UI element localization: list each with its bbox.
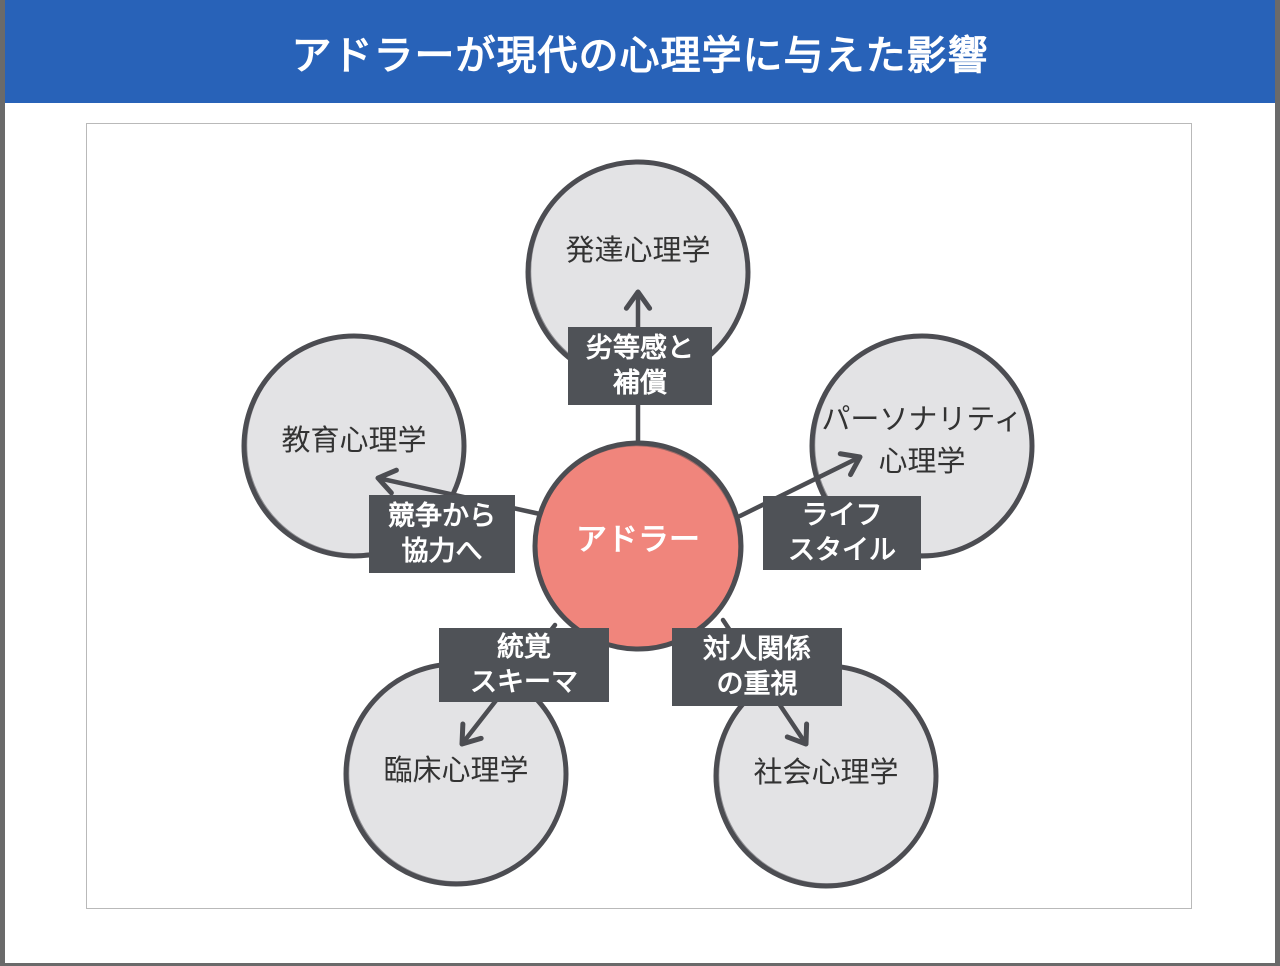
center-circle-sketch <box>534 444 740 651</box>
arrowhead-education <box>375 467 399 496</box>
edge-label-education: 競争から協力へ <box>369 495 515 573</box>
page-title: アドラーが現代の心理学に与えた影響 <box>291 32 989 79</box>
center-node: アドラー <box>532 440 744 652</box>
node-label-education: 教育心理学 <box>281 423 426 457</box>
edge-label-box <box>439 628 609 702</box>
arrowhead-personality <box>837 451 863 478</box>
edge-label-text-education: 競争から協力へ <box>388 501 496 567</box>
node-label-personality: パーソナリティ心理学 <box>821 402 1022 478</box>
node-label-development: 発達心理学 <box>565 233 710 267</box>
node-label-clinical: 臨床心理学 <box>383 753 528 787</box>
edge-label-clinical: 統覚スキーマ <box>439 628 609 702</box>
edge-label-personality: ライフスタイル <box>763 496 921 570</box>
edge-label-box <box>672 628 842 706</box>
edge-label-text-development: 劣等感と補償 <box>586 332 694 399</box>
arrowhead-social <box>784 721 810 747</box>
center-label: アドラー <box>576 522 700 558</box>
edge-label-box <box>568 327 712 405</box>
edge-label-text-personality: ライフスタイル <box>788 500 896 566</box>
edge-label-box <box>763 496 921 570</box>
node-circle-sketch <box>245 335 466 555</box>
node-label-social: 社会心理学 <box>753 755 898 789</box>
arrowhead-clinical <box>459 721 484 747</box>
edge-label-text-social: 対人関係の重視 <box>703 634 811 700</box>
header-bar: アドラーが現代の心理学に与えた影響 <box>0 0 1280 103</box>
edge-label-social: 対人関係の重視 <box>672 628 842 706</box>
edge-label-box <box>369 495 515 573</box>
arrowhead-development <box>623 289 653 311</box>
arrow-to-personality <box>737 454 863 519</box>
node-circle-sketch <box>813 335 1034 555</box>
edge-label-text-clinical: 統覚スキーマ <box>470 631 578 698</box>
edge-label-development: 劣等感と補償 <box>568 327 712 405</box>
